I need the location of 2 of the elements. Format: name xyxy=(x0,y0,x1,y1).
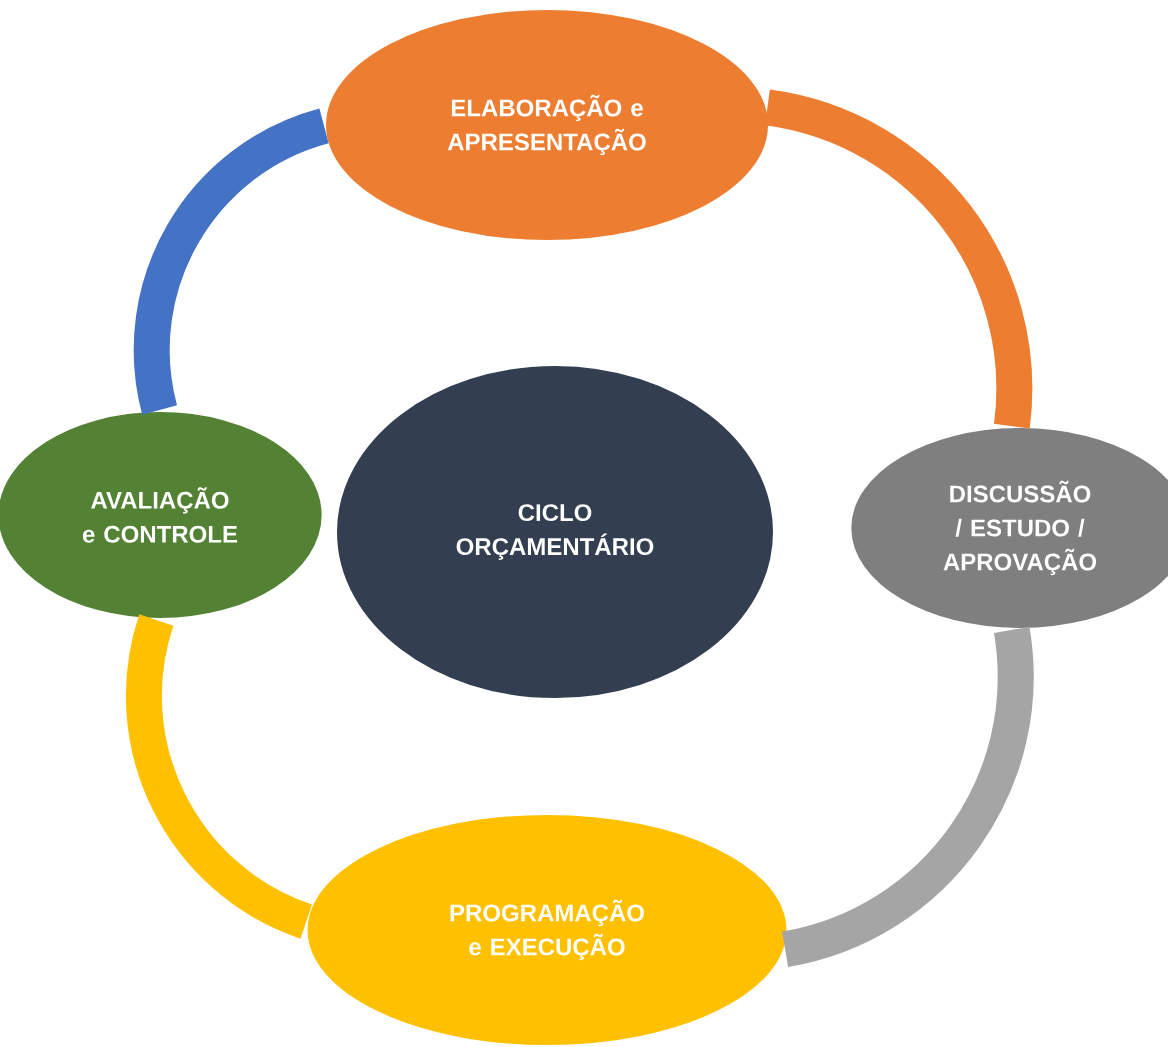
ring-arc xyxy=(780,628,1034,967)
ring-arc xyxy=(763,89,1033,428)
